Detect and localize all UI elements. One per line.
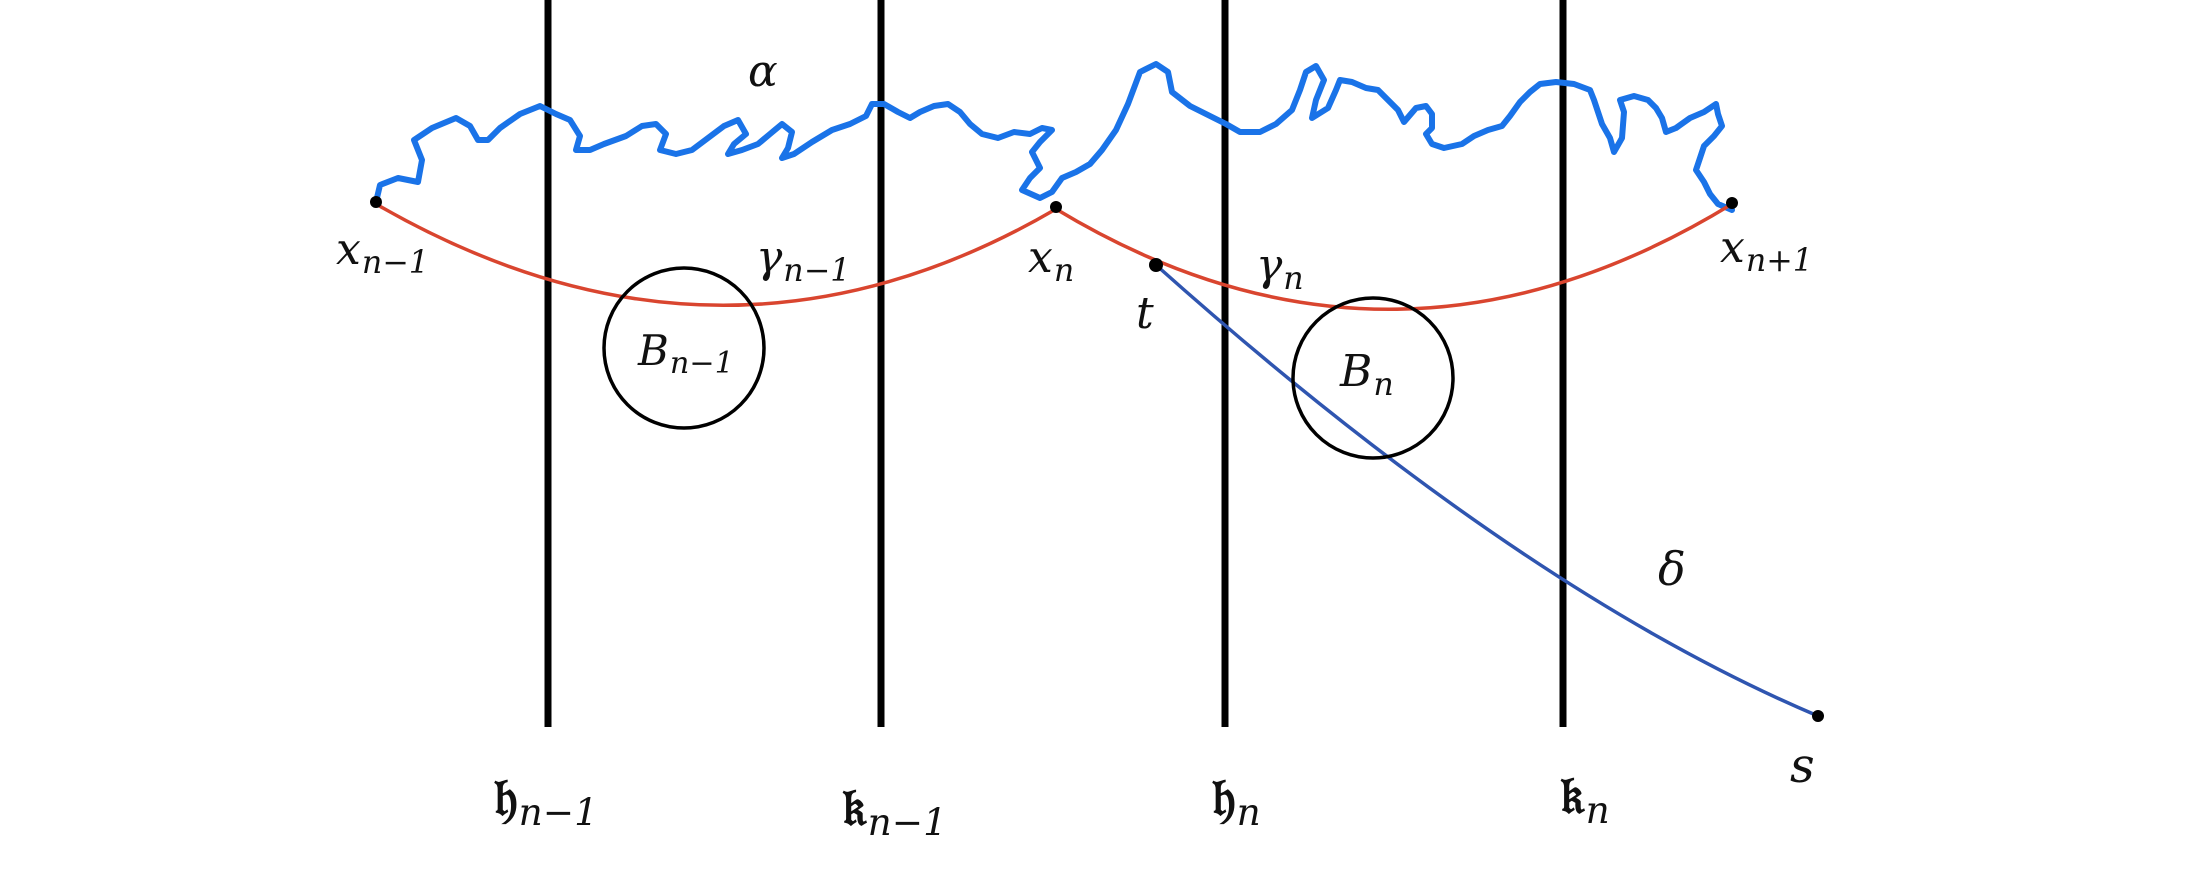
- point-x-n: [1050, 201, 1062, 213]
- label-ball-prev: Bn−1: [638, 326, 734, 382]
- point-x-next: [1726, 197, 1738, 209]
- label-ball-n: Bn: [1340, 346, 1394, 403]
- label-s: s: [1790, 738, 1815, 794]
- label-x-n: xn: [1028, 232, 1075, 289]
- label-k-n: 𝔨n: [1560, 765, 1610, 833]
- label-delta: δ: [1658, 542, 1686, 596]
- ball-n: [1291, 296, 1455, 460]
- delta-geodesic: [1154, 263, 1819, 718]
- ball-prev: [602, 266, 766, 430]
- gamma-n-geodesic: [1055, 202, 1733, 311]
- label-h-prev: 𝔥n−1: [494, 767, 598, 835]
- point-s: [1812, 710, 1824, 722]
- label-x-prev: xn−1: [336, 224, 429, 281]
- label-alpha: α: [748, 46, 778, 97]
- label-t: t: [1136, 288, 1154, 339]
- label-gamma-n: γn: [1256, 240, 1304, 297]
- gamma-prev-geodesic: [375, 202, 1057, 307]
- label-gamma-prev: γn−1: [756, 232, 851, 289]
- point-t: [1149, 258, 1163, 272]
- label-k-prev: 𝔨n−1: [842, 777, 947, 845]
- alpha-path: [373, 61, 1735, 213]
- label-h-n: 𝔥n: [1212, 767, 1261, 835]
- point-x-prev: [370, 196, 382, 208]
- label-x-next: xn+1: [1720, 222, 1813, 279]
